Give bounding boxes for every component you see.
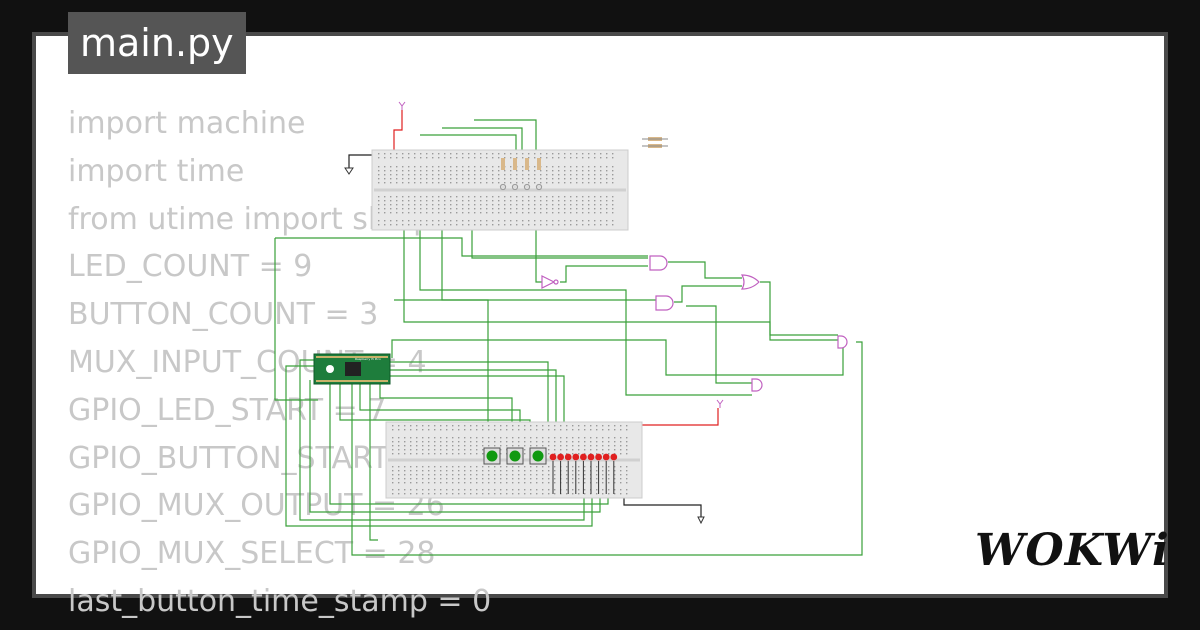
- wire: [623, 498, 702, 517]
- code-line: LED_COUNT = 9: [68, 249, 313, 285]
- wire: [275, 237, 648, 257]
- code-line: GPIO_LED_START = 7: [68, 392, 387, 428]
- push-button: [486, 450, 498, 462]
- wire: [329, 384, 609, 505]
- wire: [274, 238, 318, 401]
- led-array: [499, 158, 618, 494]
- push-buttons[interactable]: [483, 447, 547, 465]
- filename-label: main.py: [80, 21, 234, 65]
- not-gate: [541, 275, 556, 289]
- wire: [622, 408, 719, 426]
- wokwi-logo: WOKWi: [975, 525, 1170, 576]
- led: [572, 453, 580, 461]
- wire: [394, 299, 489, 448]
- board-label: Raspberry Pi Pico: [355, 357, 381, 361]
- vcc-symbols: [398, 101, 724, 408]
- and-gate: [655, 295, 674, 311]
- wire: [393, 110, 403, 160]
- code-line: GPIO_MUX_OUTPUT = 26: [68, 488, 445, 524]
- pico-board[interactable]: Raspberry Pi Pico: [313, 353, 391, 385]
- code-line: import time: [68, 153, 245, 189]
- filename-tab[interactable]: main.py: [68, 12, 246, 74]
- led: [587, 453, 595, 461]
- led: [580, 453, 587, 461]
- wire: [674, 285, 742, 303]
- push-button: [509, 450, 521, 462]
- wire: [285, 365, 593, 527]
- breadboard-top: [371, 149, 629, 231]
- wire: [560, 265, 648, 283]
- led: [610, 453, 618, 461]
- and-gate: [751, 378, 763, 392]
- led: [595, 453, 602, 461]
- push-button: [532, 450, 544, 462]
- led: [549, 453, 557, 461]
- wire: [686, 305, 752, 384]
- wire: [351, 341, 863, 556]
- code-line: BUTTON_COUNT = 3: [68, 297, 379, 333]
- wire: [668, 261, 742, 279]
- wire: [391, 339, 844, 376]
- ground-symbols: [344, 167, 705, 525]
- and-gate: [649, 255, 668, 271]
- wire: [369, 384, 378, 541]
- resistors: [642, 137, 668, 148]
- or-gate: [740, 274, 760, 290]
- code-line: import machine: [68, 106, 306, 141]
- led: [564, 453, 572, 461]
- code-line: last_button_time_stamp = 0: [68, 583, 492, 619]
- logic-gates: [541, 255, 848, 392]
- and-gate: [837, 335, 848, 349]
- code-line: GPIO_MUX_SELECT = 28: [68, 536, 436, 572]
- wire: [760, 281, 838, 336]
- led: [602, 453, 610, 461]
- wire: [419, 170, 752, 396]
- led: [557, 453, 564, 461]
